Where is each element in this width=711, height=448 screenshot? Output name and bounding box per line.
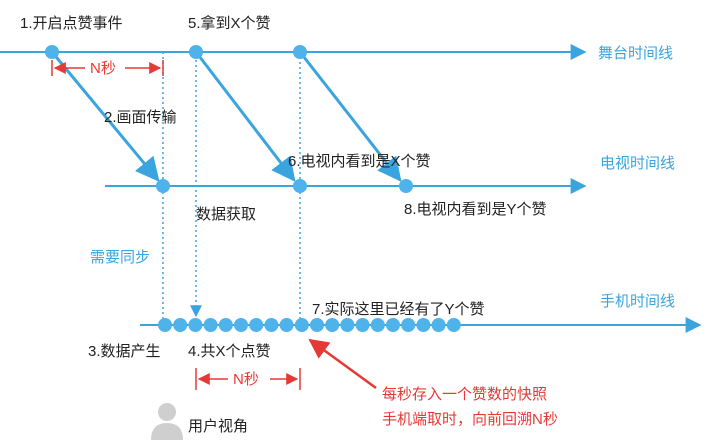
stage-node-1 [45, 45, 59, 59]
transmission-arrow-3 [298, 51, 402, 182]
phone-snapshot-node [325, 318, 340, 332]
step-6-label: 6.电视内看到是X个赞 [288, 153, 431, 170]
phone-snapshot-node [188, 318, 203, 332]
phone-snapshot-node [234, 318, 248, 332]
phone-snapshot-node [401, 318, 416, 332]
step-7-label: 7.实际这里已经有了Y个赞 [312, 301, 485, 318]
n-seconds-top-label: N秒 [90, 60, 116, 77]
phone-snapshot-node [173, 318, 188, 332]
step-2-label: 2.画面传输 [104, 109, 177, 126]
tv-node-1 [156, 179, 170, 193]
step-3-label: 3.数据产生 [88, 343, 161, 360]
phone-timeline-label: 手机时间线 [600, 293, 675, 310]
tv-node-8 [399, 179, 413, 193]
snapshot-note-line1: 每秒存入一个赞数的快照 [382, 386, 547, 403]
step-8-label: 8.电视内看到是Y个赞 [404, 201, 547, 218]
phone-snapshot-node [279, 318, 294, 332]
phone-snapshot-node [218, 318, 233, 332]
transmission-arrow-2 [194, 51, 296, 182]
phone-snapshot-node [310, 318, 324, 332]
n-seconds-bottom-label: N秒 [233, 371, 259, 388]
tv-node-6 [293, 179, 307, 193]
transmission-arrow-1 [50, 51, 160, 182]
phone-snapshot-node [249, 318, 264, 332]
step-4-label: 4.共X个点赞 [188, 343, 271, 360]
phone-snapshot-node [370, 318, 385, 332]
user-icon [151, 403, 183, 440]
snapshot-note-line2: 手机端取时，向前回溯N秒 [382, 411, 558, 428]
step-1-label: 1.开启点赞事件 [20, 15, 123, 32]
phone-snapshot-node [340, 318, 355, 332]
phone-snapshot-node [386, 318, 400, 332]
stage-node-5 [189, 45, 203, 59]
stage-node-x [293, 45, 307, 59]
stage-timeline-label: 舞台时间线 [598, 45, 673, 62]
phone-snapshot-node [158, 318, 172, 332]
phone-snapshot-node [431, 318, 446, 332]
phone-snapshot-node [416, 318, 431, 332]
snapshot-callout-arrow [308, 338, 377, 390]
phone-snapshot-nodes [158, 318, 461, 332]
phone-snapshot-node [294, 318, 309, 332]
phone-snapshot-node [446, 318, 461, 332]
phone-snapshot-node [203, 318, 218, 332]
step-5-label: 5.拿到X个赞 [188, 14, 271, 32]
phone-snapshot-node [264, 318, 279, 332]
tv-timeline-label: 电视时间线 [600, 155, 675, 172]
data-fetch-label: 数据获取 [196, 206, 256, 223]
user-view-label: 用户视角 [188, 418, 248, 435]
need-sync-label: 需要同步 [90, 249, 150, 266]
phone-snapshot-node [355, 318, 370, 332]
